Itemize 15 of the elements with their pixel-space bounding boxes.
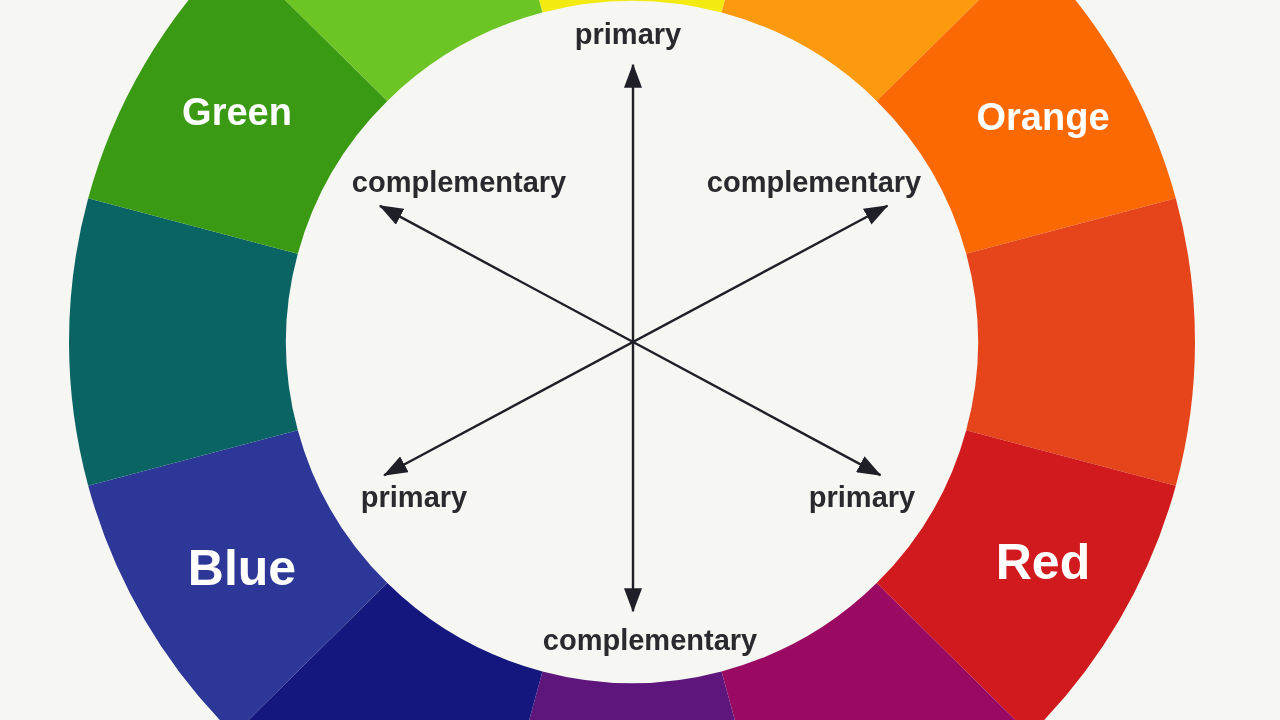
relation-label: complementary (542, 624, 758, 658)
relation-label: primary (360, 481, 468, 515)
color-name: Green (182, 92, 292, 134)
color-name: Orange (976, 97, 1110, 139)
relation-label: primary (808, 481, 916, 515)
color-segment (248, 583, 543, 720)
double-headed-arrow (624, 63, 642, 613)
relation-label: primary (574, 18, 682, 52)
relation-label: complementary (351, 166, 567, 200)
color-segment (966, 198, 1195, 486)
color-name: Red (995, 534, 1091, 590)
color-segment (529, 671, 735, 720)
relation-label: complementary (706, 166, 922, 200)
color-name: Blue (187, 540, 297, 596)
color-segment (69, 198, 298, 486)
